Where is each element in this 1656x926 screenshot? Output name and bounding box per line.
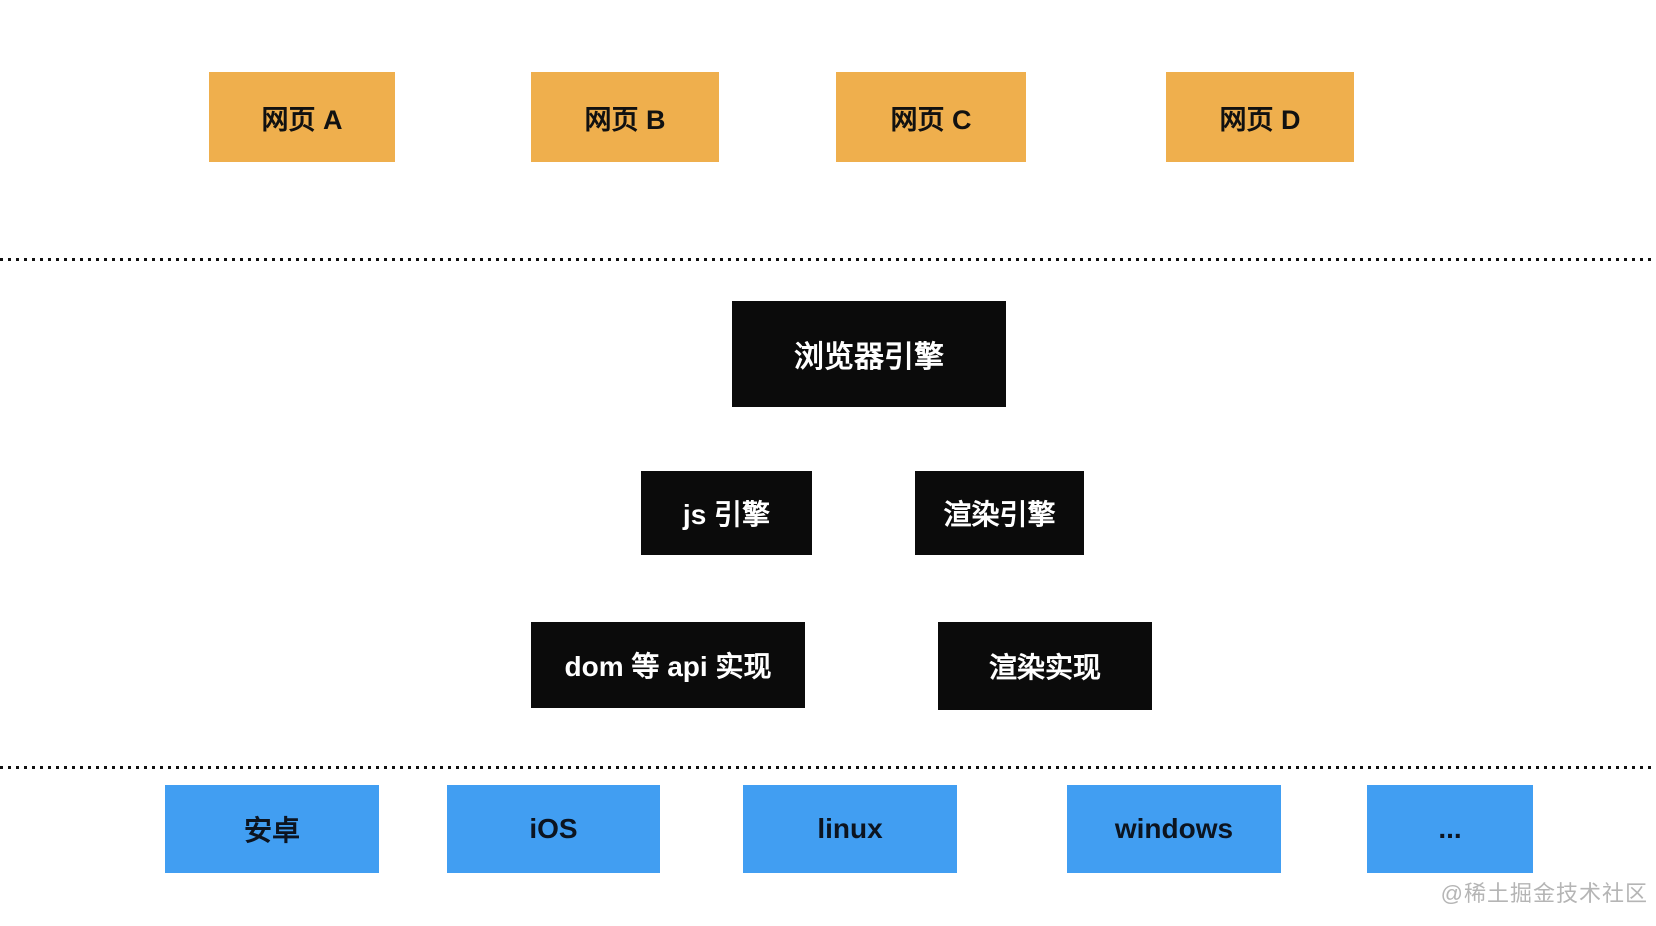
webpage-c-box: 网页 C — [836, 72, 1026, 162]
watermark-text: @稀土掘金技术社区 — [1440, 881, 1648, 906]
browser-engine-box: 浏览器引擎 — [732, 301, 1006, 407]
render-engine-box: 渲染引擎 — [915, 471, 1084, 555]
js-engine-box: js 引擎 — [641, 471, 812, 555]
render-impl-box: 渲染实现 — [938, 622, 1152, 710]
upper-dotted-separator — [0, 258, 1656, 261]
platform-ellipsis-box: ... — [1367, 785, 1533, 873]
platform-android-box: 安卓 — [165, 785, 379, 873]
webpage-a-box: 网页 A — [209, 72, 395, 162]
platform-windows-box: windows — [1067, 785, 1281, 873]
dom-api-impl-box: dom 等 api 实现 — [531, 622, 805, 708]
platform-linux-box: linux — [743, 785, 957, 873]
webpage-d-box: 网页 D — [1166, 72, 1354, 162]
webpage-b-box: 网页 B — [531, 72, 719, 162]
lower-dotted-separator — [0, 766, 1656, 769]
platform-ios-box: iOS — [447, 785, 660, 873]
